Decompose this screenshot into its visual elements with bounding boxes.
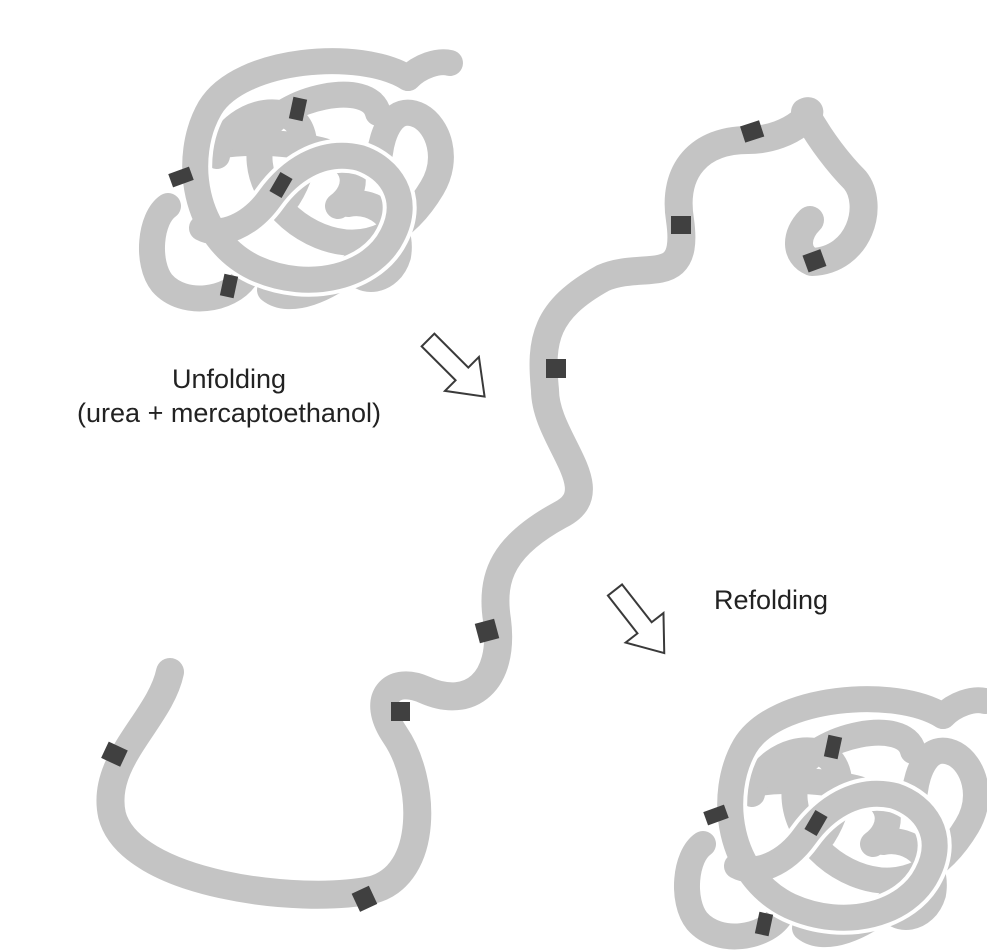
disulfide-bond-marker — [671, 216, 691, 234]
unfolding-reagents: (urea + mercaptoethanol) — [0, 396, 458, 430]
unfolding-label: Unfolding (urea + mercaptoethanol) — [0, 362, 458, 430]
disulfide-bond-marker — [546, 359, 566, 378]
disulfide-bond-marker — [391, 702, 410, 721]
refolding-label: Refolding — [714, 583, 828, 617]
folded-protein-refolded — [687, 699, 985, 936]
folded-protein-native — [152, 61, 450, 298]
unfolding-title: Unfolding — [0, 362, 458, 396]
hollow-arrow-down-right-icon — [596, 575, 683, 668]
